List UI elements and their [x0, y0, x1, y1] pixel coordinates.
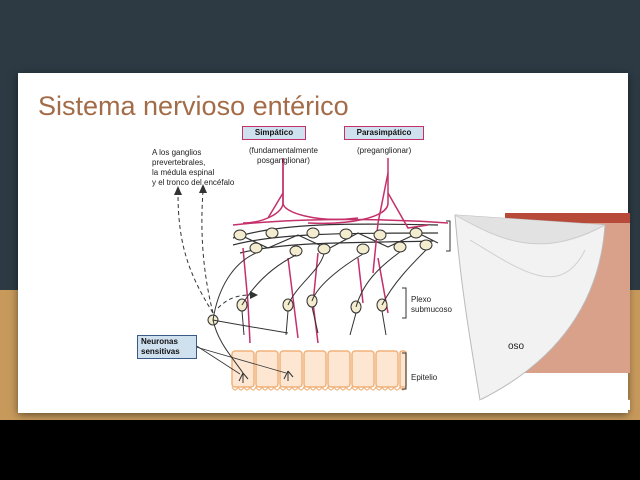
simpatico-note-line1: (fundamentalmente [249, 146, 318, 155]
autonomic-fibers [232, 158, 449, 344]
ganglios-label-line4: y el tronco del encéfalo [152, 178, 235, 187]
label-leaders [188, 340, 287, 375]
plexo-label-line1: Plexo [411, 295, 432, 304]
arrowheads [174, 184, 258, 299]
slide: Sistema nervioso entérico [18, 73, 628, 413]
enteric-nervous-system-diagram [174, 158, 451, 391]
parasimpatico-note: (preganglionar) [357, 146, 412, 155]
letterbox-bottom [0, 420, 640, 480]
myenteric-plexus [232, 223, 439, 254]
epitelio-label: Epitelio [411, 373, 438, 382]
epithelium-layer [231, 350, 407, 388]
ganglion-cells [207, 227, 433, 326]
ganglios-label-line3: la médula espinal [152, 168, 215, 177]
slide-title: Sistema nervioso entérico [38, 91, 349, 121]
neural-connections [212, 249, 427, 374]
plexo-label-line2: submucoso [411, 305, 452, 314]
simpatico-label: Simpático [242, 126, 306, 140]
neuronas-label-line1: Neuronas [141, 337, 178, 346]
neuronas-label-line2: sensitivas [141, 347, 180, 356]
simpatico-note-line2: posganglionar) [257, 156, 310, 165]
parasimpatico-label: Parasimpático [344, 126, 424, 140]
ganglios-label-line2: prevertebrales, [152, 158, 206, 167]
afferent-arrows [177, 190, 251, 314]
ganglios-label-line1: A los ganglios [152, 148, 202, 157]
layer-brackets [402, 220, 451, 390]
neuronas-sensitivas-label: Neuronas sensitivas [137, 335, 197, 359]
next-slide-partial-text: oso [508, 341, 525, 352]
sensory-endings [238, 370, 294, 383]
epithelium-villi [231, 385, 407, 391]
